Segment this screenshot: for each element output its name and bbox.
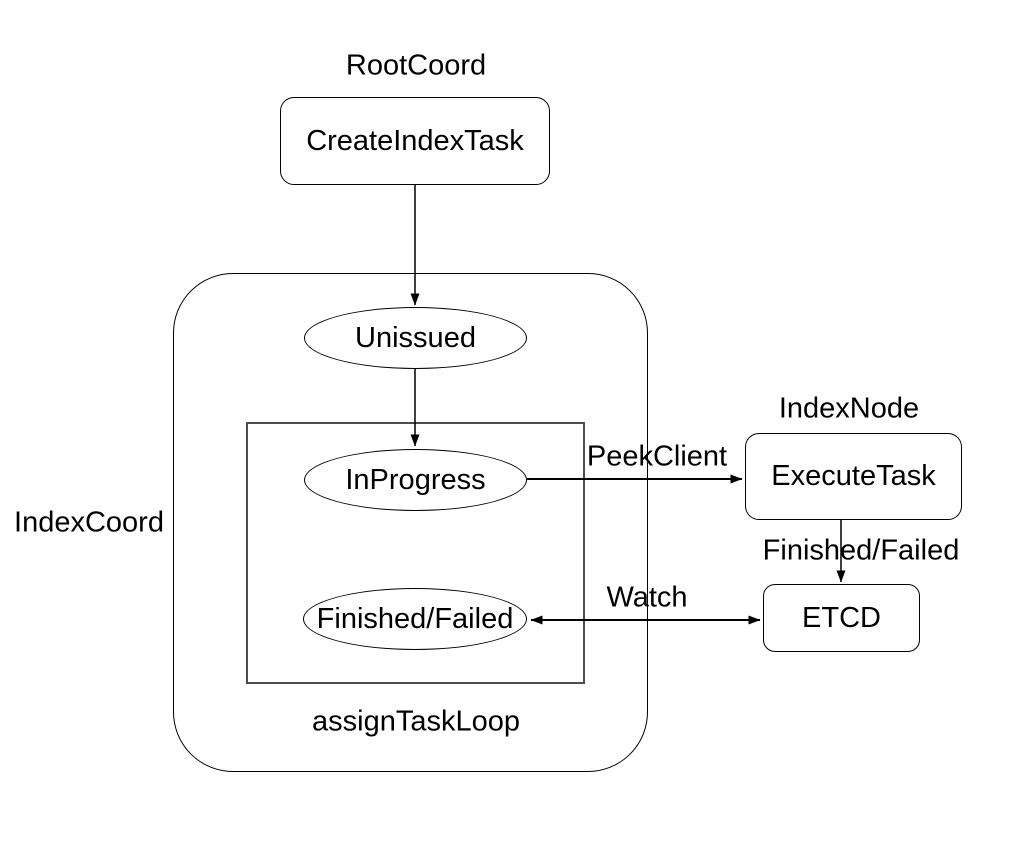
rootcoord-label: RootCoord [345,49,487,82]
finished-failed-state: Finished/Failed [303,588,527,650]
in-progress-label: InProgress [345,463,486,496]
execute-task-node: ExecuteTask [745,433,962,520]
finished-failed-edge-label: Finished/Failed [762,534,960,567]
unissued-state: Unissued [304,307,527,369]
create-index-task-node: CreateIndexTask [280,97,550,185]
execute-task-label: ExecuteTask [771,460,936,492]
peekclient-edge-label: PeekClient [586,440,728,473]
indexcoord-label: IndexCoord [14,506,164,539]
create-index-task-label: CreateIndexTask [306,124,524,157]
assigntaskloop-label: assignTaskLoop [312,705,520,738]
unissued-label: Unissued [355,321,476,354]
etcd-node: ETCD [763,584,920,652]
finished-failed-label: Finished/Failed [316,602,514,635]
etcd-label: ETCD [802,601,881,634]
indexcoord-container [173,273,648,772]
watch-edge-label: Watch [606,581,688,614]
in-progress-state: InProgress [304,449,527,511]
indexnode-label: IndexNode [778,392,920,425]
